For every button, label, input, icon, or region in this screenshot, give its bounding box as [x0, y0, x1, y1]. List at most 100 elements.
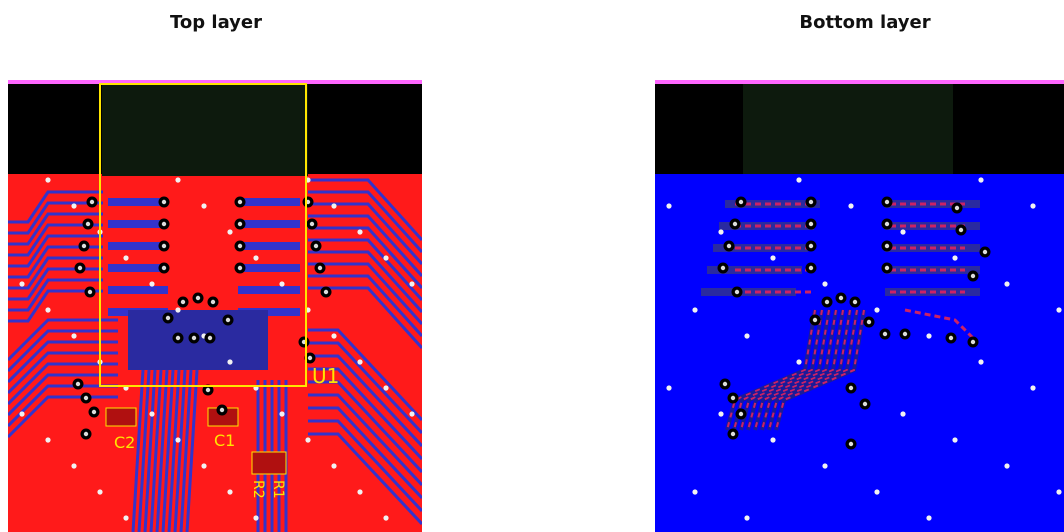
- bottom-pad-via-hole: [824, 299, 830, 305]
- top-via: [71, 203, 77, 209]
- bot-bus-dash: [775, 309, 865, 431]
- bottom-via: [978, 177, 984, 183]
- top-trace-left: [8, 289, 103, 323]
- top-layer-title: Top layer: [170, 12, 262, 33]
- top-trace-left: [8, 234, 103, 268]
- top-pad-via-hole: [83, 395, 89, 401]
- top-pad-via-hole: [81, 243, 87, 249]
- bottom-pad-via-hole: [862, 401, 868, 407]
- top-trace-right-low: [308, 328, 422, 422]
- top-via: [357, 359, 363, 365]
- top-trace-left: [8, 223, 103, 257]
- bot-bus-dash: [768, 309, 858, 431]
- bottom-pad-via-hole: [738, 199, 744, 205]
- top-via: [305, 437, 311, 443]
- top-via: [123, 255, 129, 261]
- top-bus-trace: [143, 369, 157, 532]
- bottom-via: [874, 307, 880, 313]
- top-pad-row-left: [108, 220, 168, 228]
- top-pad-via-hole: [237, 221, 243, 227]
- top-pad-via-hole: [165, 315, 171, 321]
- top-pad-via-hole: [75, 381, 81, 387]
- bottom-via: [744, 333, 750, 339]
- bottom-via: [692, 307, 698, 313]
- bottom-pad-via-hole: [808, 221, 814, 227]
- top-via: [227, 229, 233, 235]
- top-via: [71, 333, 77, 339]
- top-via: [45, 177, 51, 183]
- top-pad-via-hole: [180, 299, 186, 305]
- top-trace-left-low: [8, 351, 118, 395]
- bottom-pad-via-hole: [732, 221, 738, 227]
- top-layer-pcb: U1 C2 C1 R1 R2: [8, 80, 422, 532]
- top-pad-row-left: [108, 286, 168, 294]
- bottom-pad-via-hole: [884, 265, 890, 271]
- top-pad-via-hole: [175, 335, 181, 341]
- top-bus-trace: [179, 369, 193, 532]
- r1-r2-footprint: [251, 451, 287, 475]
- top-via: [331, 333, 337, 339]
- bottom-via: [1004, 281, 1010, 287]
- bottom-via: [1056, 489, 1062, 495]
- bottom-pad-via-hole: [722, 381, 728, 387]
- bottom-pad-via-hole: [848, 441, 854, 447]
- bottom-via: [900, 229, 906, 235]
- top-pad-via-hole: [323, 289, 329, 295]
- bottom-via: [978, 359, 984, 365]
- r2-label: R2: [250, 480, 266, 499]
- top-via: [175, 437, 181, 443]
- top-pad-row-right: [238, 242, 300, 250]
- top-trace-right-low: [308, 393, 422, 487]
- top-trace-right: [308, 202, 422, 266]
- bottom-via: [796, 359, 802, 365]
- bottom-layer-pcb: [655, 80, 1064, 532]
- bottom-via: [718, 229, 724, 235]
- top-trace-left: [8, 256, 103, 290]
- bottom-layer-view: [655, 80, 1064, 532]
- top-traces: [8, 178, 422, 532]
- bottom-via: [1004, 463, 1010, 469]
- bottom-via: [770, 437, 776, 443]
- bottom-pad-via-hole: [730, 395, 736, 401]
- top-trace-left: [8, 278, 103, 312]
- bottom-vias: [666, 177, 1062, 521]
- top-pad-row-left: [108, 242, 168, 250]
- top-pad-via-hole: [207, 335, 213, 341]
- top-via: [331, 463, 337, 469]
- top-via: [175, 307, 181, 313]
- top-pad-row-right: [238, 308, 300, 316]
- c1-label: C1: [214, 431, 235, 450]
- top-pad-via-hole: [161, 265, 167, 271]
- top-pad-via-hole: [161, 221, 167, 227]
- top-via: [123, 515, 129, 521]
- board-outline-top: [8, 80, 422, 84]
- bottom-pad-via-hole: [838, 295, 844, 301]
- top-via: [279, 411, 285, 417]
- bot-trace-left: [725, 200, 820, 208]
- u1-silkscreen-outline: [99, 83, 307, 387]
- board-outline-bottom: [655, 80, 1064, 84]
- top-via: [149, 281, 155, 287]
- bottom-layer-title: Bottom layer: [799, 12, 931, 33]
- bottom-via: [926, 333, 932, 339]
- bot-bus-dash: [754, 309, 844, 431]
- bottom-via: [952, 437, 958, 443]
- bottom-pad-via-hole: [954, 205, 960, 211]
- top-pad-via-hole: [87, 289, 93, 295]
- bot-trace-left: [707, 266, 802, 274]
- top-via: [19, 281, 25, 287]
- bottom-via: [770, 255, 776, 261]
- bottom-via: [874, 489, 880, 495]
- top-via: [331, 203, 337, 209]
- u1-pad-area: [102, 84, 308, 176]
- top-pad-row-right: [238, 220, 300, 228]
- u1-label: U1: [312, 364, 339, 388]
- top-trace-left-low: [8, 318, 118, 362]
- bottom-via: [744, 515, 750, 521]
- r1-label: R1: [270, 480, 286, 499]
- bottom-pad-via-hole: [808, 243, 814, 249]
- top-trace-left: [8, 245, 103, 279]
- top-vias: [19, 177, 415, 521]
- bottom-pad-via-hole: [866, 319, 872, 325]
- top-bus-trace: [167, 369, 181, 532]
